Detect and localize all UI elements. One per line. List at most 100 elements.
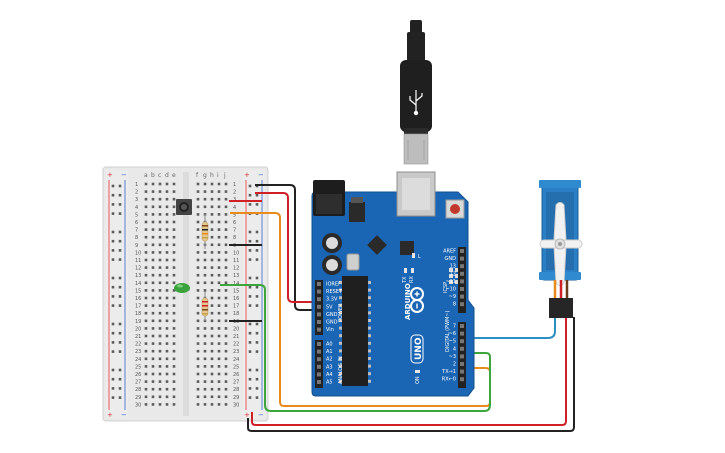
breadboard-hole (210, 304, 214, 307)
wire-black-5v-gnd[interactable] (255, 184, 314, 311)
column-letter: j (223, 172, 226, 179)
breadboard-hole (151, 349, 155, 353)
servo-motor-icon[interactable] (539, 180, 583, 318)
rail-hole (111, 193, 115, 197)
row-number: 8 (233, 235, 236, 241)
wire-black-servo-ground[interactable] (247, 317, 575, 432)
breadboard-hole (144, 289, 148, 292)
analog-pin-label: A4 (326, 372, 333, 378)
header-hole (317, 372, 321, 377)
wire-green-led[interactable] (220, 284, 491, 412)
breadboard-hole (203, 342, 207, 345)
header-hole (460, 346, 464, 351)
breadboard-hole (217, 243, 221, 247)
breadboard-hole (151, 197, 155, 201)
header-hole (460, 279, 464, 284)
rail-hole (248, 387, 252, 390)
usb-cable-icon[interactable] (400, 20, 432, 165)
breadboard-hole (158, 213, 162, 216)
breadboard-hole (210, 342, 214, 345)
breadboard-hole (151, 387, 155, 391)
breadboard-hole (224, 258, 228, 262)
chip-leg (368, 364, 371, 368)
digital-pin-label: ~10 (445, 287, 456, 293)
resistor-icon[interactable] (201, 214, 209, 249)
rail-hole (118, 212, 122, 215)
row-number: 4 (233, 205, 236, 211)
header-hole (317, 304, 321, 309)
chip-leg (368, 334, 371, 338)
power-pin-label: GND (326, 312, 338, 318)
breadboard-hole (172, 334, 176, 338)
row-number: 17 (135, 304, 141, 310)
wire-red-5v[interactable] (255, 192, 314, 303)
breadboard-hole (172, 235, 176, 239)
breadboard-hole (165, 243, 169, 247)
usb-chip (367, 235, 387, 255)
rail-hole (248, 276, 252, 280)
digital-pin-label: GND (445, 256, 457, 262)
wire-blue-servo-signal[interactable] (464, 317, 556, 339)
breadboard-hole (210, 197, 214, 201)
breadboard-hole (196, 296, 200, 300)
breadboard-hole (224, 357, 228, 361)
chip-leg (339, 296, 342, 300)
power-pin-label: IOREF (326, 282, 341, 288)
led-l (412, 253, 415, 258)
rail-hole (255, 377, 259, 381)
resistor-icon[interactable] (201, 292, 209, 321)
breadboard-hole (151, 289, 155, 292)
breadboard-hole (196, 258, 200, 262)
breadboard-hole (144, 273, 148, 277)
left-power-rail (106, 170, 128, 418)
breadboard-hole (217, 220, 221, 224)
chip-leg (368, 319, 371, 322)
rail-hole (111, 184, 115, 188)
row-number: 1 (233, 182, 236, 188)
breadboard-hole (224, 281, 228, 285)
wire-red-servo-power[interactable] (251, 317, 567, 426)
breadboard-hole (144, 281, 148, 285)
icsp-pin (455, 268, 459, 272)
voltage-regulator (349, 202, 365, 222)
rail-hole (118, 387, 122, 390)
rail-hole (255, 203, 259, 206)
breadboard-hole (224, 251, 228, 254)
rail-hole (118, 350, 122, 353)
breadboard-hole (144, 380, 148, 383)
breadboard-hole (196, 228, 200, 231)
breadboard-hole (151, 235, 155, 239)
breadboard-hole (217, 349, 221, 353)
breadboard-hole (196, 311, 200, 315)
breadboard-hole (151, 319, 155, 323)
arduino-uno-board[interactable]: TX RX L ON IOREFRESET3.3V5VGNDGNDVinA0A1… (311, 171, 475, 397)
breadboard-hole (165, 395, 169, 399)
breadboard-hole (196, 380, 200, 383)
breadboard-hole (144, 190, 148, 193)
breadboard-hole (203, 387, 207, 391)
breadboard-hole (151, 273, 155, 277)
chip-leg (339, 334, 342, 338)
row-number: 10 (135, 250, 141, 256)
rail-plus-left-top: + (107, 171, 113, 179)
rail-hole (248, 396, 252, 399)
breadboard-hole (203, 197, 207, 201)
breadboard-hole (172, 380, 176, 383)
pin-labels: IOREFRESET3.3V5VGNDGNDVinA0A1A2A3A4A5ARE… (326, 249, 456, 386)
chip-leg (368, 379, 371, 383)
breadboard-hole (151, 334, 155, 338)
rail-hole (118, 230, 122, 234)
breadboard-hole (224, 372, 228, 376)
led-icon[interactable] (174, 283, 190, 293)
breadboard-hole (144, 319, 148, 323)
breadboard-hole (210, 228, 214, 231)
row-number: 2 (135, 190, 138, 196)
rail-hole (118, 396, 122, 399)
row-number: 18 (135, 311, 141, 317)
breadboard-hole (144, 258, 148, 262)
breadboard-hole (203, 289, 207, 292)
push-button-icon[interactable] (176, 199, 192, 215)
row-number: 13 (135, 273, 141, 279)
row-number: 7 (135, 228, 138, 234)
